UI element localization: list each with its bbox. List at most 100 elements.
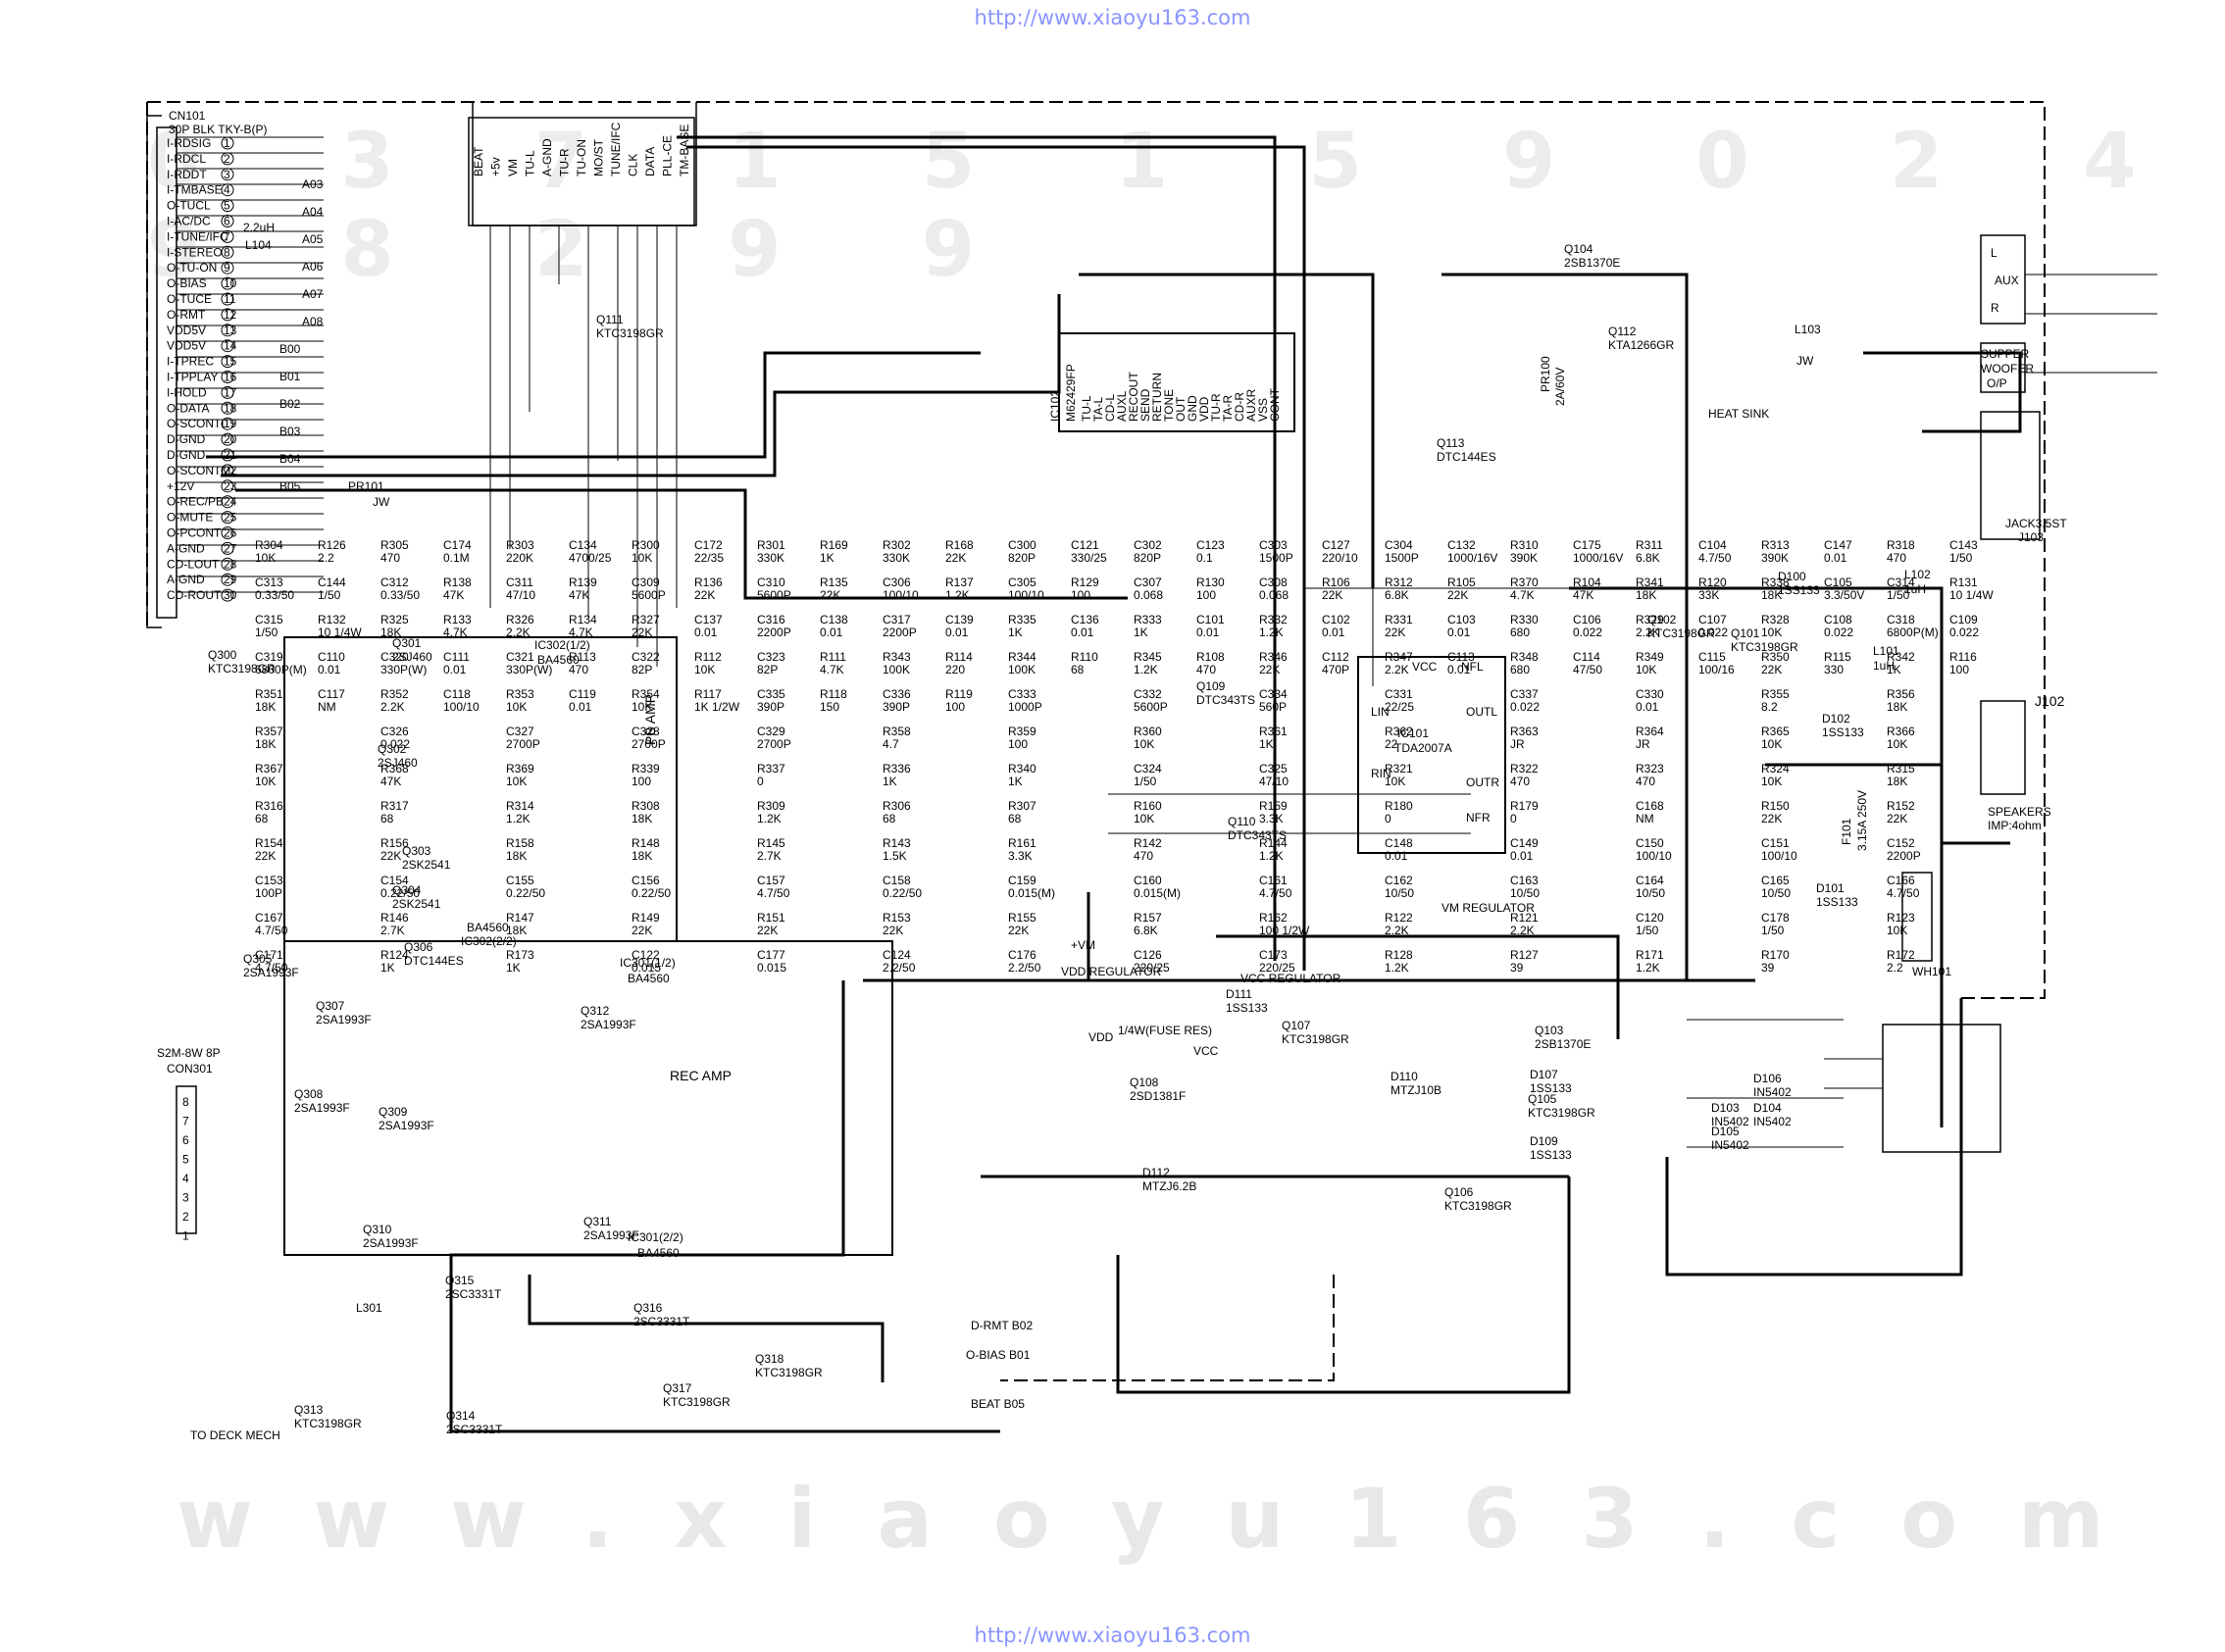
component-ref: C171 bbox=[255, 948, 283, 962]
component-value: 18K bbox=[1887, 775, 1907, 788]
component-ref: R355 bbox=[1761, 687, 1790, 701]
transistor-part: 2SK2541 bbox=[402, 858, 451, 872]
con301-pin: 1 bbox=[182, 1229, 189, 1243]
component-value: 22K bbox=[1887, 812, 1907, 826]
component-ref: R361 bbox=[1259, 725, 1288, 738]
component-value: NM bbox=[1636, 812, 1654, 826]
speakers-label: SPEAKERS bbox=[1988, 805, 2051, 819]
component-ref: R157 bbox=[1134, 911, 1162, 925]
cn101-pin-circle bbox=[221, 588, 234, 602]
cn101-pin-number: 3 bbox=[224, 168, 230, 181]
component-value: 10K bbox=[506, 775, 527, 788]
component-ref: C114 bbox=[1573, 650, 1600, 664]
component-value: NM bbox=[318, 700, 336, 714]
component-value: 47K bbox=[569, 588, 589, 602]
component-value: 10K bbox=[1636, 663, 1656, 676]
component-ref: C308 bbox=[1259, 576, 1288, 589]
component-value: 1K bbox=[380, 961, 395, 975]
component-value: 4.7/50 bbox=[1698, 551, 1732, 565]
component-value: 2700P bbox=[506, 737, 540, 751]
component-ref: R169 bbox=[820, 538, 848, 552]
component-ref: C134 bbox=[569, 538, 597, 552]
component-ref: R331 bbox=[1385, 613, 1413, 626]
component-ref: R363 bbox=[1510, 725, 1539, 738]
source-url-top[interactable]: http://www.xiaoyu163.com bbox=[974, 6, 1251, 29]
component-ref: C117 bbox=[318, 687, 345, 701]
vdd-label: VDD bbox=[1088, 1030, 1114, 1044]
ic301b-part: BA4560 bbox=[637, 1246, 680, 1260]
cn101-pin-number: 14 bbox=[224, 339, 237, 353]
component-ref: R144 bbox=[1259, 836, 1288, 850]
component-ref: R305 bbox=[380, 538, 409, 552]
source-url-bottom[interactable]: http://www.xiaoyu163.com bbox=[974, 1624, 1251, 1647]
diode-part: 1SS133 bbox=[1822, 726, 1864, 739]
transistor-part: KTC3198GR bbox=[755, 1366, 823, 1379]
cn101-pin-number: 6 bbox=[224, 215, 230, 228]
component-ref: R314 bbox=[506, 799, 534, 813]
component-ref: R152 bbox=[1887, 799, 1915, 813]
component-value: 82P bbox=[632, 663, 652, 676]
cn101-pin-label: O-TUCL bbox=[167, 199, 211, 213]
cn101-pin-label: O-REC/PB bbox=[167, 495, 224, 509]
component-value: 1K bbox=[883, 775, 897, 788]
component-ref: R127 bbox=[1510, 948, 1539, 962]
component-value: 2700P bbox=[757, 737, 791, 751]
component-ref: C121 bbox=[1071, 538, 1099, 552]
component-value: 10/50 bbox=[1385, 886, 1414, 900]
speakers-ref: J102 bbox=[2035, 693, 2065, 709]
cn101-pin-number: 24 bbox=[224, 495, 237, 509]
cn101-pin-circle bbox=[221, 385, 234, 399]
cn101-pin-label: I-AC/DC bbox=[167, 215, 211, 228]
component-ref: C106 bbox=[1573, 613, 1601, 626]
transistor-ref: Q107 bbox=[1282, 1019, 1311, 1032]
component-ref: R153 bbox=[883, 911, 911, 925]
cn101-pin-number: 22 bbox=[224, 464, 237, 477]
component-value: 2.2/50 bbox=[883, 961, 916, 975]
component-ref: R128 bbox=[1385, 948, 1413, 962]
component-value: 0.015(M) bbox=[1008, 886, 1055, 900]
component-value: 0.022 bbox=[1949, 626, 1979, 639]
header-bus-label: PLL-CE bbox=[661, 135, 675, 176]
bus-code-label: A08 bbox=[302, 315, 324, 328]
cn101-pin-label: D-GND bbox=[167, 432, 206, 446]
diode-ref: D107 bbox=[1530, 1068, 1558, 1081]
to-deck-label: TO DECK MECH bbox=[190, 1428, 280, 1442]
ic101-pin: NFR bbox=[1466, 811, 1491, 825]
component-value: 1K 1/2W bbox=[694, 700, 740, 714]
ic102-part: M62429FP bbox=[1064, 364, 1078, 422]
cn101-pin-circle bbox=[221, 479, 234, 493]
component-value: 100 bbox=[945, 700, 965, 714]
cn101-pin-number: 27 bbox=[224, 541, 237, 555]
cn101-pin-number: 13 bbox=[224, 324, 237, 337]
component-value: 0.01 bbox=[569, 700, 592, 714]
component-ref: R358 bbox=[883, 725, 911, 738]
component-value: 100 bbox=[632, 775, 651, 788]
component-value: 68 bbox=[1071, 663, 1085, 676]
cn101-pin-number: 28 bbox=[224, 557, 237, 571]
component-ref: R330 bbox=[1510, 613, 1539, 626]
ic101-pin: VCC bbox=[1412, 660, 1438, 674]
component-value: 6.8K bbox=[1636, 551, 1660, 565]
component-value: 18K bbox=[380, 626, 401, 639]
component-ref: C148 bbox=[1385, 836, 1413, 850]
component-value: 1.2K bbox=[506, 812, 531, 826]
l102-value: 1uH bbox=[1904, 582, 1926, 596]
component-ref: C330 bbox=[1636, 687, 1664, 701]
cn101-pin-circle bbox=[221, 245, 234, 259]
cn101-pin-circle bbox=[221, 371, 234, 383]
component-ref: R162 bbox=[1259, 911, 1288, 925]
component-value: 470 bbox=[1636, 775, 1655, 788]
component-ref: C163 bbox=[1510, 874, 1539, 887]
cn101-pin-circle bbox=[221, 355, 234, 369]
component-value: 0.01 bbox=[1510, 849, 1534, 863]
component-ref: R156 bbox=[380, 836, 409, 850]
component-value: 22K bbox=[1259, 663, 1280, 676]
component-ref: R124 bbox=[380, 948, 409, 962]
component-value: 3.3K bbox=[1259, 812, 1284, 826]
component-value: 330/25 bbox=[1071, 551, 1107, 565]
component-ref: C105 bbox=[1824, 576, 1852, 589]
component-value: 0.22/50 bbox=[380, 886, 420, 900]
component-ref: R343 bbox=[883, 650, 911, 664]
component-value: 10K bbox=[255, 551, 276, 565]
component-value: 10/50 bbox=[1636, 886, 1665, 900]
